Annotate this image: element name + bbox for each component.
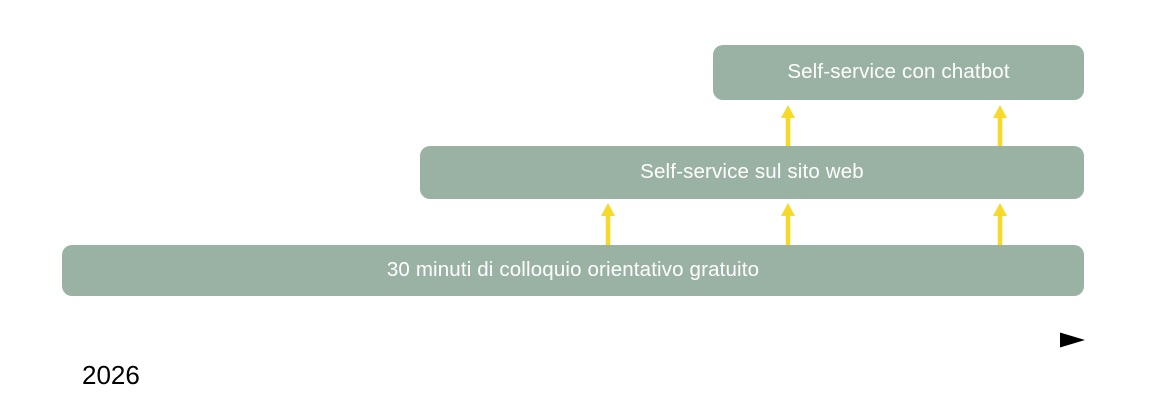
timeline-year-label: 2026 (82, 360, 140, 390)
tier-label-top: Self-service con chatbot (787, 60, 1010, 84)
connector-arrow-bottom-to-middle-1 (600, 203, 616, 252)
tier-bar-middle[interactable]: Self-service sul sito web (420, 146, 1084, 199)
tier-bar-bottom[interactable]: 30 minuti di colloquio orientativo gratu… (62, 245, 1084, 296)
connector-arrow-bottom-to-middle-2 (780, 203, 796, 252)
connector-arrow-middle-to-top-2 (992, 105, 1008, 154)
timeline-arrowhead-icon (1060, 332, 1085, 348)
tier-bar-top[interactable]: Self-service con chatbot (713, 45, 1084, 100)
tier-label-bottom: 30 minuti di colloquio orientativo gratu… (386, 258, 760, 282)
connector-arrow-bottom-to-middle-3 (992, 203, 1008, 252)
timeline-axis (62, 330, 1087, 350)
tier-label-middle: Self-service sul sito web (640, 160, 864, 184)
connector-arrow-middle-to-top-1 (780, 105, 796, 154)
